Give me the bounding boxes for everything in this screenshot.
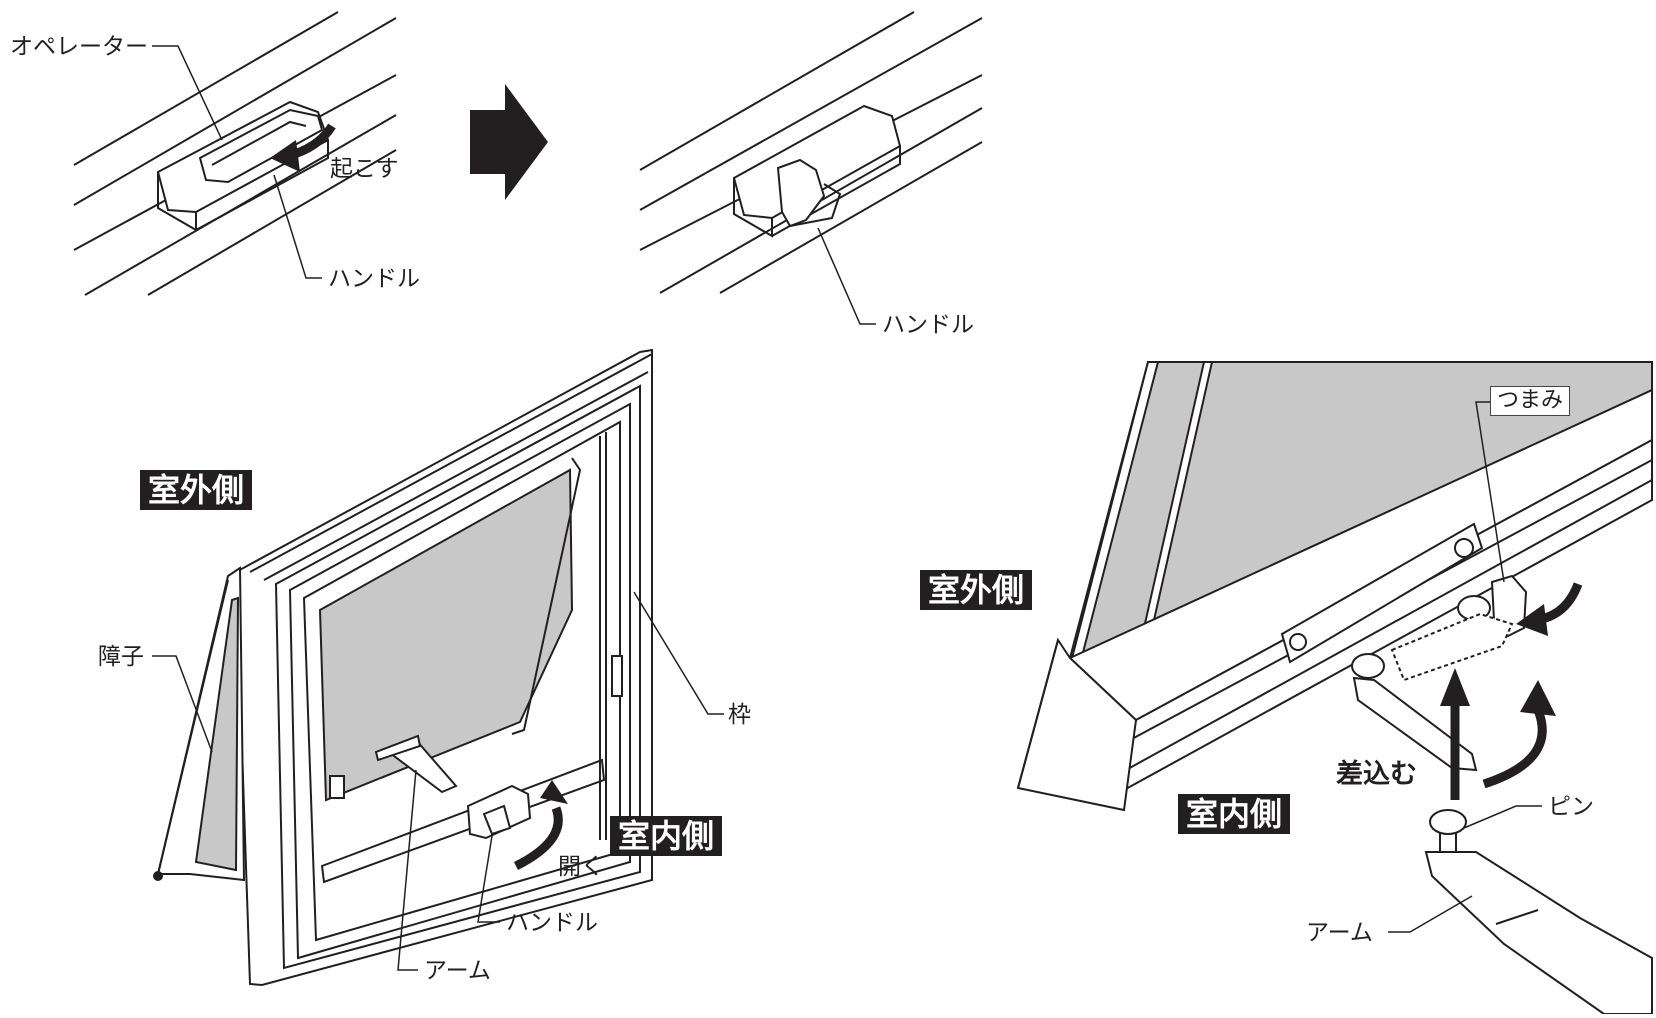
badge-outdoor-side-right: 室外側	[920, 570, 1033, 610]
label-frame: 枠	[728, 702, 751, 728]
label-arm-left: アーム	[424, 958, 491, 984]
window-overview	[153, 348, 653, 987]
label-knob: つまみ	[1490, 386, 1571, 416]
raise-arrow	[270, 123, 336, 172]
label-pin: ピン	[1548, 794, 1594, 820]
label-operator: オペレーター	[10, 34, 148, 60]
arm-insertion-detail	[1016, 361, 1653, 1015]
label-arm-right: アーム	[1306, 920, 1373, 946]
label-handle-bottom: ハンドル	[506, 910, 598, 936]
next-step-arrow	[470, 84, 548, 200]
label-screen: 障子	[98, 644, 144, 670]
badge-outdoor-side-left: 室外側	[140, 470, 253, 510]
label-handle-top-right: ハンドル	[882, 312, 974, 338]
leader-lines-bottom-left	[152, 591, 724, 971]
leader-lines-top-left	[152, 45, 322, 279]
label-handle-top-left: ハンドル	[328, 266, 420, 292]
badge-indoor-side-right: 室内側	[1178, 794, 1291, 834]
badge-indoor-side-left: 室内側	[610, 816, 723, 856]
label-insert: 差込む	[1336, 759, 1417, 790]
open-arrow	[513, 780, 568, 871]
label-open: 開く	[558, 854, 604, 880]
operator-folded-panel	[73, 11, 397, 296]
leader-line-top-right	[817, 227, 876, 325]
label-raise: 起こす	[330, 156, 399, 182]
leader-lines-bottom-right	[1388, 401, 1542, 933]
operator-raised-panel	[639, 11, 983, 294]
insert-arrows	[1440, 582, 1583, 800]
